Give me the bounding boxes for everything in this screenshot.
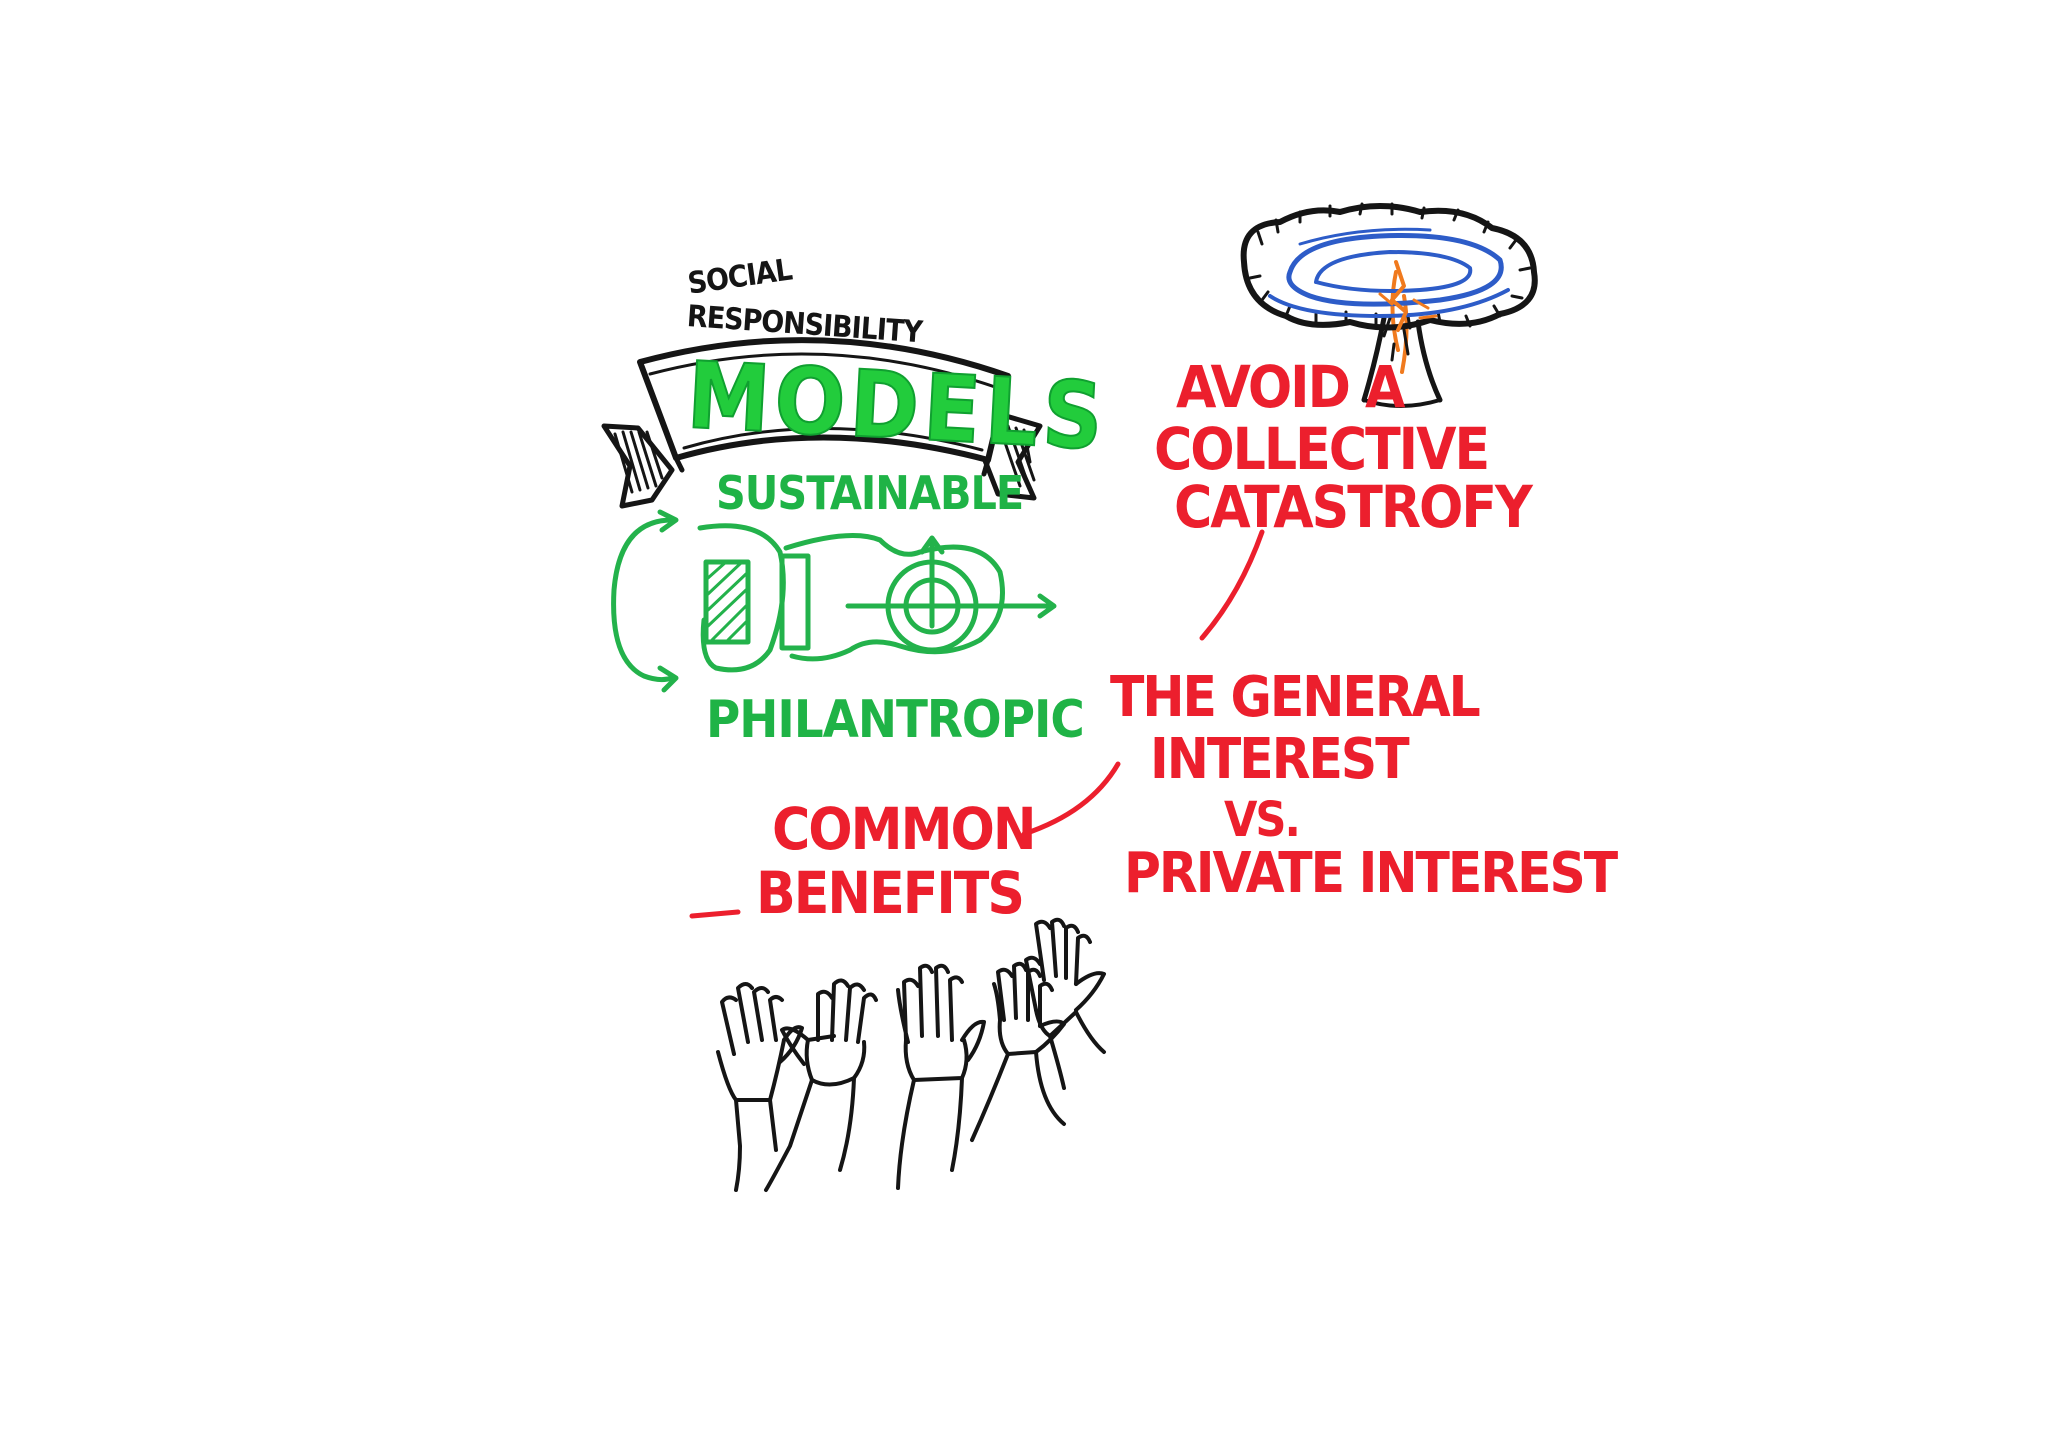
connector-lines [689, 529, 1265, 919]
catastrophe-line-1: AVOID A [1176, 353, 1405, 421]
growth-diagram-icon [697, 523, 1057, 673]
label-sustainable: SUSTAINABLE [716, 466, 1024, 520]
benefits-dash [689, 909, 741, 919]
cycle-arrows-icon [611, 509, 679, 693]
banner-title: MODELS [684, 341, 1111, 472]
interest-line-3: PRIVATE INTEREST [1124, 841, 1618, 906]
raised-hands-icon [716, 917, 1106, 1192]
interest-line-2: INTEREST [1150, 727, 1410, 792]
connector-benefits [1021, 761, 1121, 837]
label-philantropic: PHILANTROPIC [706, 690, 1085, 750]
interest-line-1: THE GENERAL [1110, 665, 1481, 730]
benefits-line-2: BENEFITS [756, 859, 1025, 927]
ribbon-banner-icon [601, 337, 1043, 509]
benefits-line-1: COMMON [772, 795, 1037, 863]
interest-versus: VS. [1224, 792, 1301, 848]
mushroom-cloud-icon [1240, 202, 1538, 408]
catastrophe-line-3: CATASTROFY [1174, 473, 1533, 541]
connector-catastrophe [1199, 529, 1265, 641]
catastrophe-line-2: COLLECTIVE [1154, 415, 1490, 483]
